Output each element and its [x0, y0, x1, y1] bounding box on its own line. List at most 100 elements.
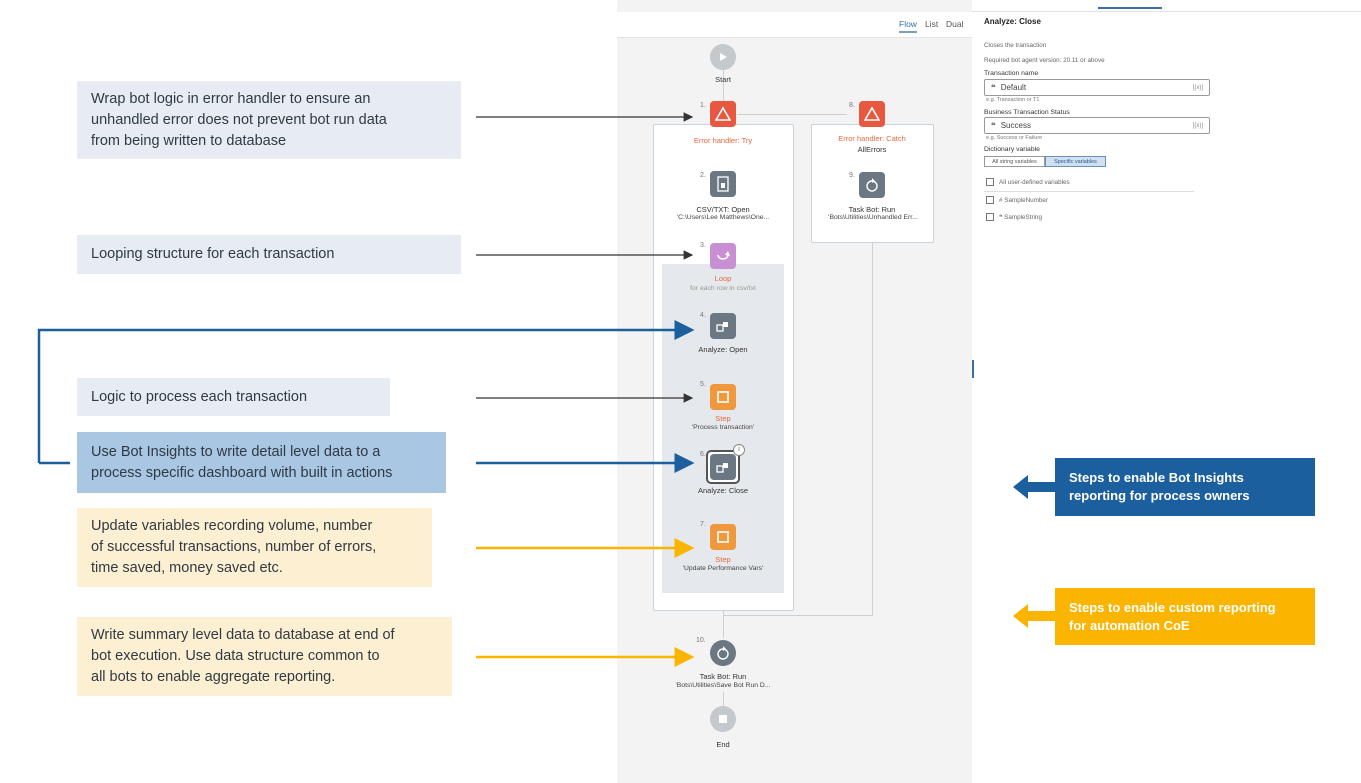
node-number: 4. — [700, 312, 706, 319]
node-analyze-open[interactable] — [710, 313, 736, 339]
node-task-bot-save[interactable] — [710, 640, 736, 666]
status-label: Business Transaction Status — [984, 109, 1070, 116]
header-accent — [1098, 7, 1162, 9]
checkbox-sample-string[interactable] — [986, 213, 994, 221]
node-step-update[interactable] — [710, 524, 736, 550]
variable-picker-icon[interactable]: [(x)] — [1192, 122, 1203, 129]
start-label: Start — [715, 75, 731, 84]
transaction-name-label: Transaction name — [984, 70, 1039, 77]
stop-icon — [719, 715, 727, 723]
step-icon — [717, 531, 729, 543]
checkbox-label: ❝ SampleString — [999, 214, 1042, 221]
variable-picker-icon[interactable]: [(x)] — [1192, 84, 1203, 91]
callout-error-handler: Wrap bot logic in error handler to ensur… — [77, 81, 461, 159]
node-label: Error handler: Try — [693, 136, 753, 145]
node-number: 6. — [700, 451, 706, 458]
node-number: 9. — [849, 172, 855, 179]
node-label: Step — [715, 414, 731, 423]
node-analyze-close[interactable] — [710, 454, 736, 480]
node-label: Error handler: Catch — [838, 134, 906, 143]
callout-summary: Write summary level data to database at … — [77, 617, 452, 696]
node-label: Task Bot: Run — [848, 205, 896, 214]
node-sub: 'Update Performance Vars' — [682, 565, 764, 572]
node-step-process[interactable] — [710, 384, 736, 410]
checkbox-label: # SampleNumber — [999, 197, 1048, 204]
hash-icon: # — [999, 197, 1003, 204]
connector — [737, 114, 847, 115]
callout-update-vars: Update variables recording volume, numbe… — [77, 508, 432, 587]
legend-bot-insights: Steps to enable Bot Insights reporting f… — [1055, 458, 1315, 516]
node-number: 3. — [700, 242, 706, 249]
loop-icon — [717, 251, 730, 260]
node-sub: 'C:\Users\Lee Matthews\One... — [676, 214, 770, 221]
quote-icon: ❝ — [999, 214, 1003, 221]
callout-looping: Looping structure for each transaction — [77, 235, 461, 274]
task-bot-icon — [717, 646, 729, 660]
node-error-handler-catch[interactable] — [859, 101, 885, 127]
node-label: Loop — [714, 274, 732, 283]
connector — [872, 243, 873, 615]
start-node[interactable] — [710, 44, 736, 70]
connector — [723, 692, 724, 706]
end-node[interactable] — [710, 706, 736, 732]
business-status-value: Success — [1000, 121, 1031, 130]
transaction-name-field[interactable]: ❝ Default [(x)] — [984, 79, 1210, 96]
end-label: End — [716, 740, 730, 749]
node-number: 2. — [700, 172, 706, 179]
tab-dual[interactable]: Dual — [946, 19, 964, 29]
arrow-left-blue — [1013, 475, 1055, 499]
node-label: Step — [715, 555, 731, 564]
connector — [723, 70, 724, 110]
quote-icon: ❝ — [991, 121, 996, 130]
node-number: 8. — [849, 102, 855, 109]
callout-logic: Logic to process each transaction — [77, 378, 390, 416]
panel-description: Closes the transaction — [984, 42, 1047, 49]
play-icon — [720, 53, 727, 61]
connector — [723, 615, 873, 616]
panel-title: Analyze: Close — [984, 17, 1041, 26]
node-task-bot-unhandled[interactable] — [859, 172, 885, 198]
node-sub: 'Bots\Utilities\Save Bot Run D... — [675, 682, 771, 689]
step-icon — [717, 391, 729, 403]
node-loop[interactable] — [710, 243, 736, 269]
tab-flow[interactable]: Flow — [899, 19, 917, 33]
transaction-name-value: Default — [1000, 83, 1027, 92]
panel-required-version: Required bot agent version: 20.11 or abo… — [984, 57, 1105, 64]
task-bot-icon — [866, 178, 878, 192]
segment-all-strings[interactable]: All string variables — [984, 156, 1045, 167]
flow-view-bar — [617, 12, 972, 38]
node-sub: AllErrors — [857, 145, 887, 154]
node-label: CSV/TXT: Open — [696, 205, 750, 214]
checkbox-label-text: SampleString — [1004, 214, 1042, 221]
node-number: 5. — [700, 381, 706, 388]
node-label: Task Bot: Run — [699, 672, 747, 681]
info-icon[interactable]: i — [733, 444, 745, 456]
csv-file-icon — [717, 176, 729, 192]
triangle-icon — [864, 106, 880, 121]
splitter-handle[interactable] — [972, 360, 974, 378]
node-csv-open[interactable] — [710, 171, 736, 197]
node-label: Analyze: Open — [698, 345, 748, 354]
connector — [723, 610, 724, 638]
checkbox-sample-number[interactable] — [986, 196, 994, 204]
checkbox-all-user-defined[interactable] — [986, 178, 994, 186]
node-sub: 'Bots\Utilities\Unhandled Err... — [828, 214, 918, 221]
node-number: 7. — [700, 521, 706, 528]
business-status-field[interactable]: ❝ Success [(x)] — [984, 117, 1210, 134]
callout-bot-insights: Use Bot Insights to write detail level d… — [77, 432, 446, 493]
arrow-left-yellow — [1013, 604, 1055, 628]
node-sub: for each row in csv/txt — [690, 285, 756, 292]
triangle-icon — [715, 106, 731, 121]
node-sub: 'Process transaction' — [691, 424, 755, 431]
segment-specific[interactable]: Specific variables — [1045, 156, 1106, 167]
checkbox-label: All user-defined variables — [999, 179, 1070, 186]
dictionary-label: Dictionary variable — [984, 146, 1040, 153]
transaction-name-hint: e.g. Transaction or T1 — [986, 97, 1040, 103]
status-hint: e.g. Success or Failure — [986, 135, 1043, 141]
node-number: 1. — [700, 102, 706, 109]
tab-list[interactable]: List — [925, 19, 939, 29]
node-error-handler-try[interactable] — [710, 101, 736, 127]
node-number: 10. — [696, 637, 706, 644]
analyze-icon — [716, 463, 728, 473]
